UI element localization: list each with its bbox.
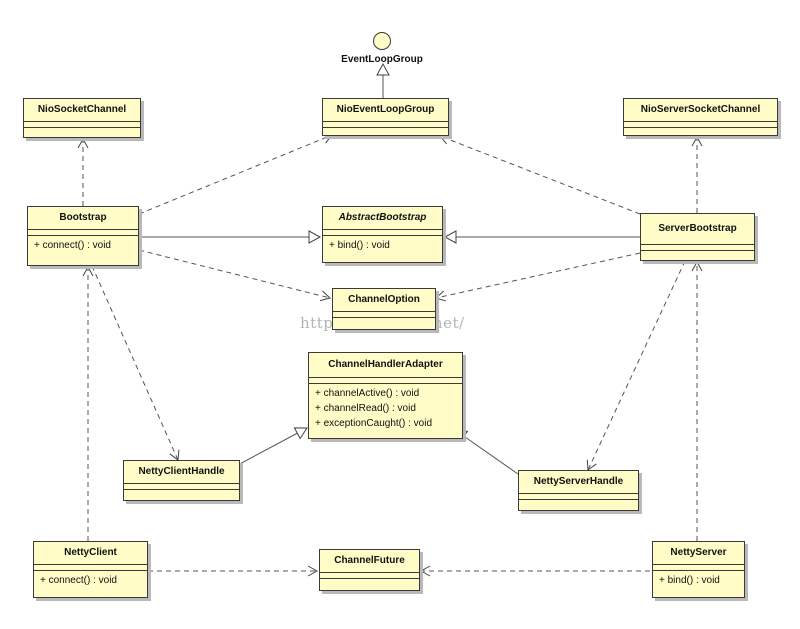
dep-serverbootstrap-channeloption — [434, 252, 641, 302]
class-nettyclient[interactable]: NettyClient + connect() : void — [33, 541, 148, 598]
operation-list: + connect() : void — [34, 571, 147, 591]
attributes-compartment — [323, 121, 448, 122]
operation: + channelActive() : void — [315, 388, 420, 399]
operations-compartment — [333, 317, 435, 318]
operations-compartment — [124, 489, 239, 490]
operations-compartment — [24, 127, 140, 128]
attributes-compartment — [653, 564, 744, 565]
operation: + bind() : void — [329, 240, 390, 251]
class-channelhandleradapter[interactable]: ChannelHandlerAdapter + channelActive() … — [308, 352, 463, 439]
operation: + connect() : void — [34, 240, 111, 251]
attributes-compartment — [24, 121, 140, 122]
class-name: NioSocketChannel — [37, 104, 127, 115]
operations-compartment — [641, 250, 754, 251]
class-name: NioEventLoopGroup — [336, 104, 435, 115]
class-name: ChannelFuture — [334, 555, 405, 566]
eventloopgroup-interface-label: EventLoopGroup — [341, 54, 423, 65]
attributes-compartment — [320, 572, 419, 573]
class-name: NettyClient — [64, 547, 117, 558]
operations-compartment — [309, 383, 462, 384]
attributes-compartment — [333, 311, 435, 312]
eventloopgroup-interface-icon — [373, 32, 391, 50]
class-name: NettyClientHandle — [138, 466, 225, 477]
attributes-compartment — [28, 229, 138, 230]
operations-compartment — [519, 499, 638, 500]
attributes-compartment — [641, 244, 754, 245]
attributes-compartment — [624, 121, 777, 122]
class-nioeventloopgroup[interactable]: NioEventLoopGroup — [322, 98, 449, 136]
dep-bootstrap-nioeventloopgroup — [138, 133, 333, 215]
attributes-compartment — [323, 229, 442, 230]
class-serverbootstrap[interactable]: ServerBootstrap — [640, 213, 755, 261]
operation: + exceptionCaught() : void — [315, 418, 433, 429]
dep-bootstrap-channeloption — [138, 249, 331, 302]
class-nettyserverhandle[interactable]: NettyServerHandle — [518, 470, 639, 511]
class-bootstrap[interactable]: Bootstrap + connect() : void — [27, 206, 139, 266]
attributes-compartment — [519, 493, 638, 494]
attributes-compartment — [34, 564, 147, 565]
class-channelfuture[interactable]: ChannelFuture — [319, 549, 420, 591]
operations-compartment — [323, 127, 448, 128]
operation-list: + channelActive() : void + channelRead()… — [309, 384, 462, 433]
dep-serverbootstrap-nettyserverhandle — [586, 260, 686, 471]
class-nettyserver[interactable]: NettyServer + bind() : void — [652, 541, 745, 598]
class-name: Bootstrap — [59, 212, 107, 223]
operation-list: + bind() : void — [323, 236, 442, 256]
class-channeloption[interactable]: ChannelOption — [332, 288, 436, 330]
class-niosocketchannel[interactable]: NioSocketChannel — [23, 98, 141, 138]
class-name: ChannelHandlerAdapter — [328, 359, 443, 370]
class-name: AbstractBootstrap — [338, 212, 427, 223]
class-name: NettyServerHandle — [533, 476, 624, 487]
dep-serverbootstrap-nioeventloopgroup — [439, 134, 641, 215]
operations-compartment — [320, 578, 419, 579]
class-nettyclienthandle[interactable]: NettyClientHandle — [123, 460, 240, 501]
gen-nettyserverhandle-channelhandleradapter — [454, 429, 519, 475]
class-nioserversocketchannel[interactable]: NioServerSocketChannel — [623, 98, 778, 136]
class-abstractbootstrap[interactable]: AbstractBootstrap + bind() : void — [322, 206, 443, 263]
dep-bootstrap-nettyclienthandle — [91, 265, 180, 461]
class-name: NioServerSocketChannel — [640, 104, 761, 115]
operation-list: + connect() : void — [28, 236, 138, 256]
operations-compartment — [34, 570, 147, 571]
operation: + channelRead() : void — [315, 403, 416, 414]
operations-compartment — [653, 570, 744, 571]
class-name: NettyServer — [670, 547, 727, 558]
operations-compartment — [28, 235, 138, 236]
operations-compartment — [624, 127, 777, 128]
class-name: ChannelOption — [348, 294, 420, 305]
attributes-compartment — [309, 377, 462, 378]
operation: + connect() : void — [40, 575, 117, 586]
operations-compartment — [323, 235, 442, 236]
class-name: ServerBootstrap — [658, 223, 737, 234]
attributes-compartment — [124, 483, 239, 484]
operation-list: + bind() : void — [653, 571, 744, 591]
operation: + bind() : void — [659, 575, 720, 586]
gen-nettyclienthandle-channelhandleradapter — [235, 427, 308, 467]
